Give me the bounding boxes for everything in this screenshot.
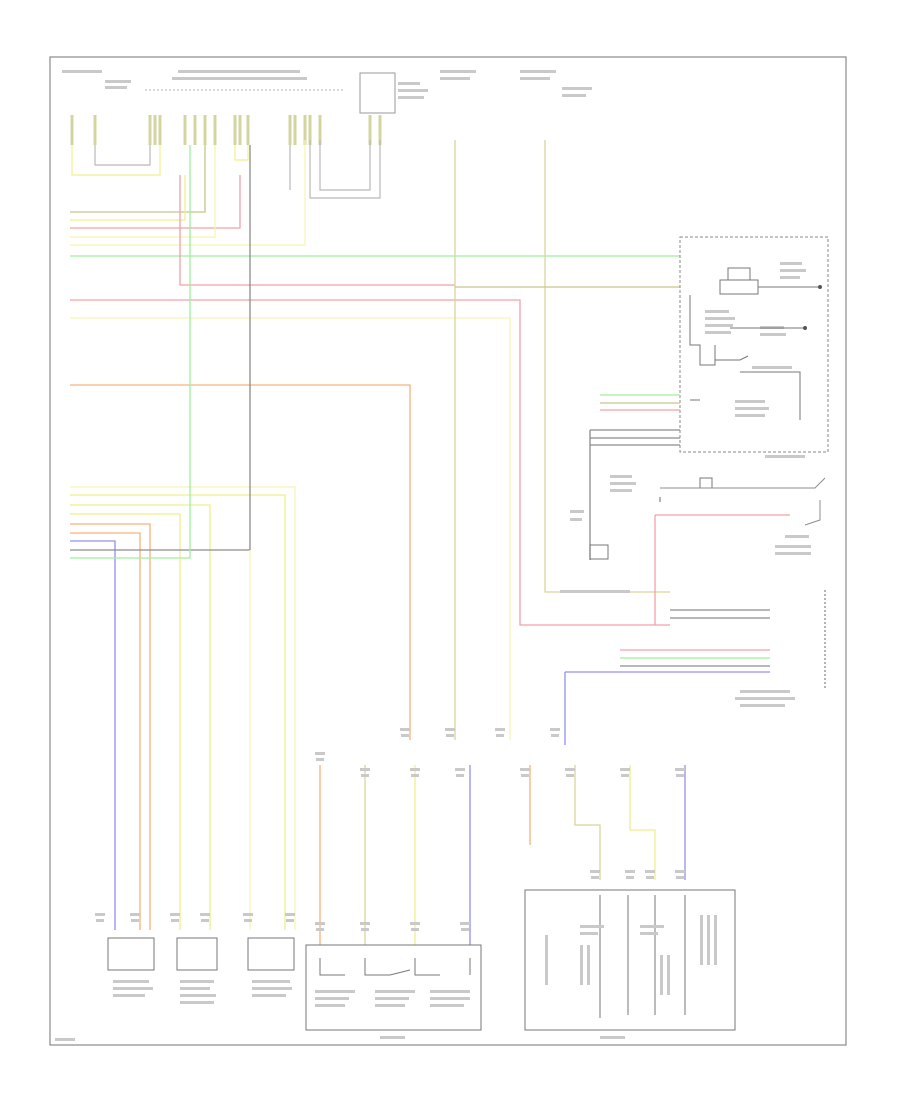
connector-pin-icon [238, 115, 242, 145]
connector-label [243, 913, 253, 916]
connector-pin-icon [308, 115, 312, 145]
bottom-vertical-wires [319, 765, 686, 945]
connector-label [96, 919, 104, 922]
connector-label [360, 922, 370, 925]
connector-label [461, 928, 469, 931]
right-middle-components [560, 475, 826, 593]
connector-label [315, 922, 325, 925]
connector-pin-icon [70, 115, 74, 145]
connector-label [401, 734, 409, 737]
connector-label [626, 876, 634, 879]
connector-pin-icon [203, 115, 207, 145]
connector-label [285, 913, 295, 916]
connector-label [495, 728, 505, 731]
connector-label [411, 928, 419, 931]
connector-label [646, 876, 654, 879]
connector-label [675, 768, 685, 771]
ground-icon [818, 285, 822, 289]
connector-label [446, 734, 454, 737]
connector-label [460, 922, 470, 925]
connector-label [361, 774, 369, 777]
connector-label [676, 774, 684, 777]
connector-label [400, 728, 410, 731]
connector-label [316, 758, 324, 761]
connector-pin-icon [318, 115, 322, 145]
connector-label [456, 774, 464, 777]
connector-label [410, 768, 420, 771]
connector-pin-icon [368, 115, 372, 145]
connector-pin-icon [213, 115, 217, 145]
connector-pin-icon [293, 115, 297, 145]
connector-label [131, 919, 139, 922]
connector-pin-icon [246, 115, 250, 145]
connector-label [361, 928, 369, 931]
connector-label [445, 728, 455, 731]
bottom-left-sensors [107, 937, 295, 1004]
module-connector-pins [70, 115, 382, 145]
connector-label [171, 919, 179, 922]
connector-label [625, 870, 635, 873]
connector-pin-icon [233, 115, 237, 145]
connector-label [411, 774, 419, 777]
connector-label [244, 919, 252, 922]
connector-label [676, 876, 684, 879]
connector-label [675, 870, 685, 873]
connector-pin-icon [148, 115, 152, 145]
connector-label [620, 768, 630, 771]
connector-pin-icon [183, 115, 187, 145]
bottom-right-module [524, 889, 736, 1039]
connector-label [315, 752, 325, 755]
connector-label [130, 913, 140, 916]
right-upper-wires [589, 394, 680, 560]
connector-label [286, 919, 294, 922]
connector-label [455, 768, 465, 771]
connector-label [316, 928, 324, 931]
connector-label [590, 870, 600, 873]
bottom-connector-labels [95, 728, 685, 931]
connector-label [645, 870, 655, 873]
connector-label [566, 774, 574, 777]
control-module-header [62, 70, 592, 114]
fuse-icon [699, 477, 713, 489]
connector-label [360, 768, 370, 771]
right-upper-module [679, 236, 829, 458]
connector-label [521, 774, 529, 777]
connector-pin-icon [288, 115, 292, 145]
connector-label [621, 774, 629, 777]
connector-label [200, 913, 210, 916]
left-wire-bus [70, 140, 680, 740]
connector-label [551, 734, 559, 737]
connector-label [95, 913, 105, 916]
lower-left-wire-bus [70, 145, 296, 930]
connector-pin-icon [378, 115, 382, 145]
connector-label [520, 768, 530, 771]
connector-label [410, 922, 420, 925]
connector-label [591, 876, 599, 879]
connector-label [550, 728, 560, 731]
connector-pin-icon [193, 115, 197, 145]
right-middle-labels [735, 690, 795, 707]
connector-pin-icon [93, 115, 97, 145]
connector-label [170, 913, 180, 916]
connector-label [565, 768, 575, 771]
connector-pin-icon [158, 115, 162, 145]
connector-label [201, 919, 209, 922]
ground-icon [803, 326, 807, 330]
sensor-coil-icon [589, 544, 609, 560]
connector-label [496, 734, 504, 737]
top-loop-wires [71, 140, 381, 199]
connector-pin-icon [153, 115, 157, 145]
corner-mark [55, 1038, 75, 1041]
bottom-middle-module [305, 944, 482, 1039]
switch-icon [804, 500, 821, 526]
connector-pin-icon [303, 115, 307, 145]
right-middle-wires [564, 497, 826, 745]
diagram-frame [49, 56, 847, 1046]
